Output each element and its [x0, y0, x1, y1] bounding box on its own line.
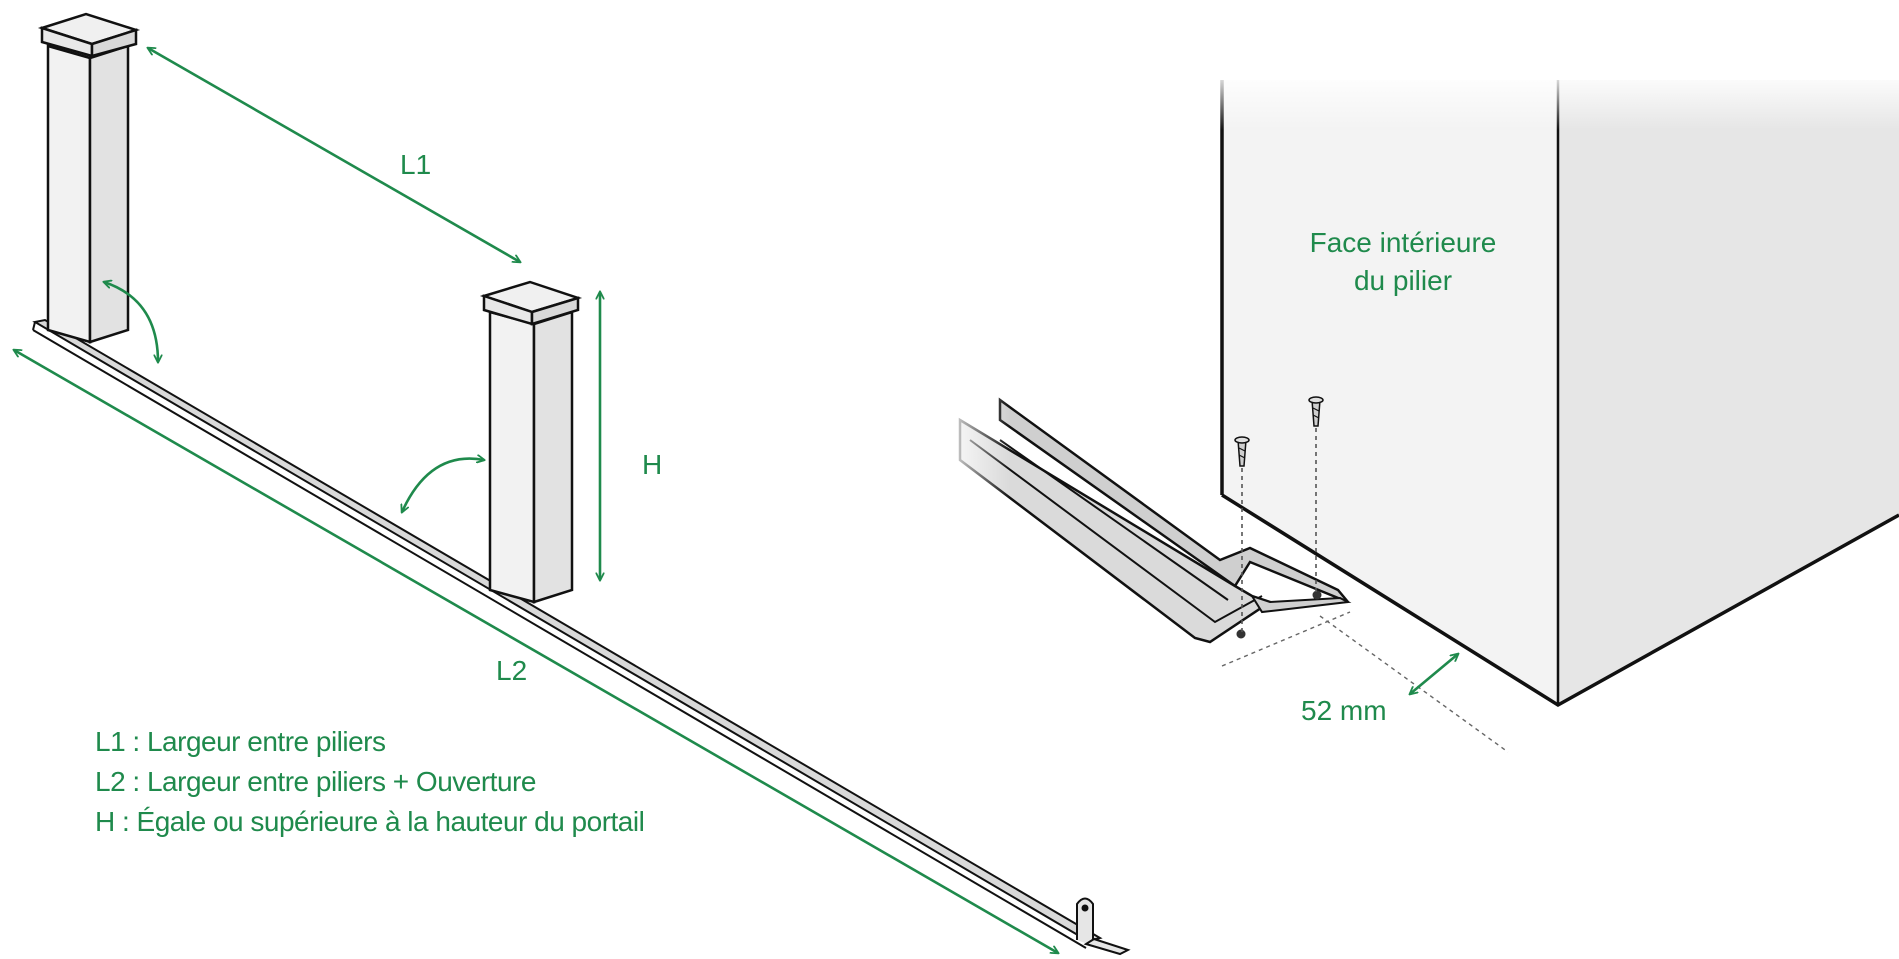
l2-dimension-arrow — [14, 350, 1058, 953]
right-illustration: Face intérieure du pilier 52 mm — [940, 70, 1899, 753]
h-label: H — [642, 449, 662, 480]
l1-label: L1 — [400, 149, 431, 180]
l1-dimension-arrow — [148, 48, 520, 262]
opening-arc-left-arrow — [104, 282, 158, 362]
legend: L1 : Largeur entre piliers L2 : Largeur … — [95, 722, 645, 842]
rail-section — [940, 390, 1352, 660]
pillar-left — [37, 12, 141, 344]
dimension-label: 52 mm — [1301, 695, 1387, 726]
pillar-block — [1215, 70, 1899, 708]
face-label-line1: Face intérieure — [1310, 227, 1497, 258]
left-illustration: L1 H L2 — [14, 12, 1131, 956]
legend-item-l1: L1 : Largeur entre piliers — [95, 726, 386, 757]
dimension-extension-line — [1221, 611, 1351, 667]
screw-left — [1234, 436, 1250, 632]
legend-item-l2: L2 : Largeur entre piliers + Ouverture — [95, 766, 536, 797]
opening-arc-right-arrow — [402, 459, 484, 512]
rail-end-stop — [1076, 897, 1131, 956]
l2-label: L2 — [496, 655, 527, 686]
pillar-right — [479, 280, 583, 604]
dimension-extension-line — [1319, 615, 1509, 753]
face-label-line2: du pilier — [1354, 265, 1452, 296]
legend-item-h: H : Égale ou supérieure à la hauteur du … — [95, 806, 645, 837]
screw-right — [1308, 396, 1324, 593]
offset-dimension-arrow — [1410, 654, 1458, 694]
